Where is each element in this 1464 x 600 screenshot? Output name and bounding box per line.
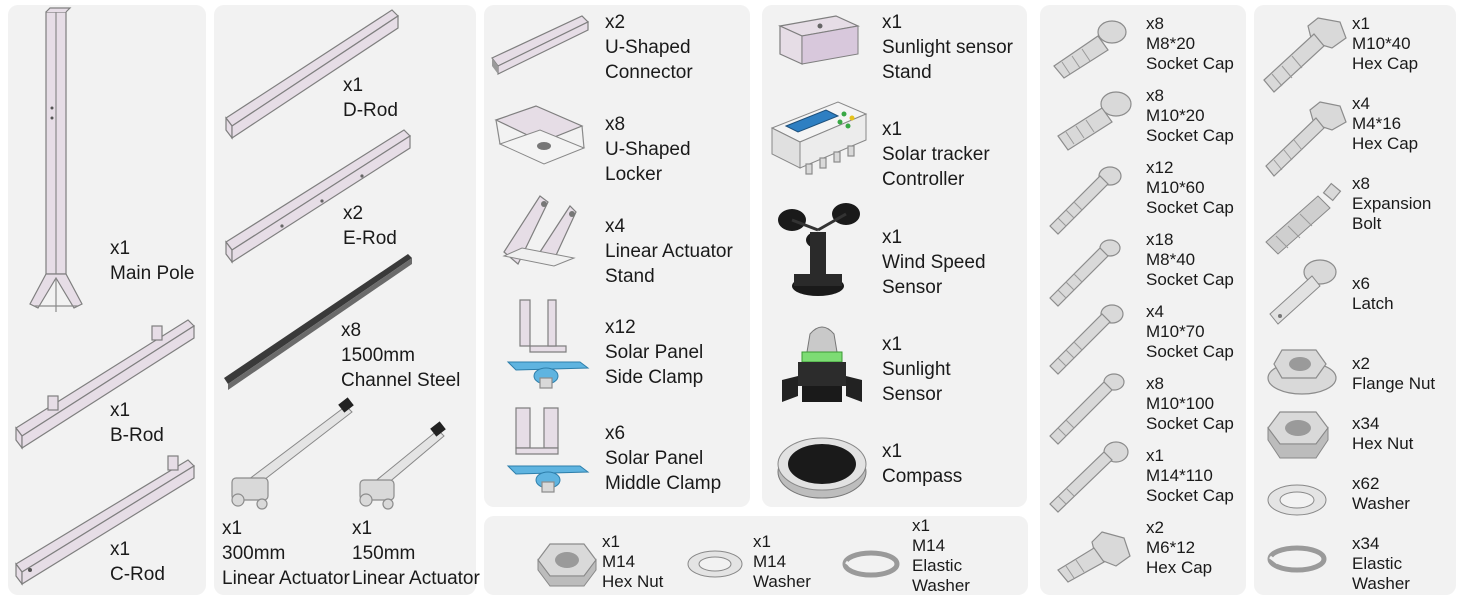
m10-20-label: x8 M10*20 Socket Cap xyxy=(1146,86,1234,145)
channel-steel-label: x8 1500mm Channel Steel xyxy=(341,320,461,391)
latch-image xyxy=(1269,259,1337,325)
m10-20-image xyxy=(1057,91,1132,151)
m14-110-image xyxy=(1049,441,1129,513)
sunlight-sensor-label: x1 Sunlight Sensor xyxy=(882,334,951,405)
hex-nut-image xyxy=(1267,411,1329,459)
channel-steel-image xyxy=(224,254,412,390)
wind-sensor-label: x1 Wind Speed Sensor xyxy=(882,227,986,298)
m14-elastic-washer-label: x1 M14 Elastic Washer xyxy=(912,516,970,595)
side-clamp-image xyxy=(506,299,590,389)
actuator-300-label: x1 300mm Linear Actuator xyxy=(222,518,350,589)
u-connector-image xyxy=(491,15,590,75)
m14-elastic-washer-image xyxy=(842,550,900,578)
m10-60-image xyxy=(1049,166,1122,235)
m10-60-label: x12 M10*60 Socket Cap xyxy=(1146,158,1234,217)
actuator-150-image xyxy=(359,421,446,510)
elastic-washer-image xyxy=(1267,545,1327,573)
u-locker-label: x8 U-Shaped Locker xyxy=(605,114,691,185)
actuator-stand-image xyxy=(502,195,577,267)
side-clamp-label: x12 Solar Panel Side Clamp xyxy=(605,317,704,388)
u-locker-image xyxy=(494,105,586,165)
controller-image xyxy=(770,101,868,175)
c-rod-label: x1 C-Rod xyxy=(110,539,165,585)
m10-40-hex-image xyxy=(1263,17,1347,93)
m14-hex-nut-image xyxy=(537,543,597,587)
compass-image xyxy=(777,437,867,499)
expansion-bolt-image xyxy=(1265,182,1342,255)
m8-40-label: x18 M8*40 Socket Cap xyxy=(1146,230,1234,289)
middle-clamp-image xyxy=(506,407,590,493)
m14-washer-label: x1 M14 Washer xyxy=(753,532,811,591)
m14-washer-image xyxy=(687,550,743,578)
m10-100-label: x8 M10*100 Socket Cap xyxy=(1146,374,1234,433)
flange-nut-label: x2 Flange Nut xyxy=(1352,354,1436,393)
expansion-bolt-label: x8 Expansion Bolt xyxy=(1352,174,1432,233)
m4-16-hex-image xyxy=(1265,101,1347,177)
actuator-stand-label: x4 Linear Actuator Stand xyxy=(605,216,733,287)
b-rod-image xyxy=(15,319,195,450)
main-pole-image xyxy=(29,7,83,312)
sunlight-stand-image xyxy=(777,15,861,65)
washer-image xyxy=(1267,484,1327,516)
b-rod-label: x1 B-Rod xyxy=(110,400,164,446)
c-rod-image xyxy=(15,455,195,586)
wind-sensor-image xyxy=(778,203,860,296)
m8-40-image xyxy=(1049,239,1121,307)
m6-12-image xyxy=(1057,531,1131,583)
elastic-washer-label: x34 Elastic Washer xyxy=(1352,534,1410,593)
m8-20-image xyxy=(1053,20,1127,79)
controller-label: x1 Solar tracker Controller xyxy=(882,119,990,190)
compass-label: x1 Compass xyxy=(882,441,963,487)
main-pole-label: x1 Main Pole xyxy=(110,238,195,284)
e-rod-label: x2 E-Rod xyxy=(343,203,397,249)
panel-sensors-controller xyxy=(762,5,1027,507)
m10-70-label: x4 M10*70 Socket Cap xyxy=(1146,302,1234,361)
sunlight-stand-label: x1 Sunlight sensor Stand xyxy=(882,12,1013,83)
m8-20-label: x8 M8*20 Socket Cap xyxy=(1146,14,1234,73)
m10-100-image xyxy=(1049,373,1125,445)
hex-nut-label: x34 Hex Nut xyxy=(1352,414,1414,453)
flange-nut-image xyxy=(1267,349,1337,395)
actuator-300-image xyxy=(231,397,354,510)
m4-16-hex-label: x4 M4*16 Hex Cap xyxy=(1352,94,1419,153)
u-connector-label: x2 U-Shaped Connector xyxy=(605,12,693,83)
m14-hex-nut-label: x1 M14 Hex Nut xyxy=(602,532,664,591)
d-rod-label: x1 D-Rod xyxy=(343,75,398,121)
washer-label: x62 Washer xyxy=(1352,474,1410,513)
m10-70-image xyxy=(1049,304,1124,375)
d-rod-image xyxy=(225,9,399,140)
sunlight-sensor-image xyxy=(782,326,862,402)
m6-12-label: x2 M6*12 Hex Cap xyxy=(1146,518,1213,577)
middle-clamp-label: x6 Solar Panel Middle Clamp xyxy=(605,423,722,494)
latch-label: x6 Latch xyxy=(1352,274,1394,313)
m14-110-label: x1 M14*110 Socket Cap xyxy=(1146,446,1234,505)
e-rod-image xyxy=(225,129,411,264)
m10-40-hex-label: x1 M10*40 Hex Cap xyxy=(1352,14,1419,73)
actuator-150-label: x1 150mm Linear Actuator xyxy=(352,518,480,589)
